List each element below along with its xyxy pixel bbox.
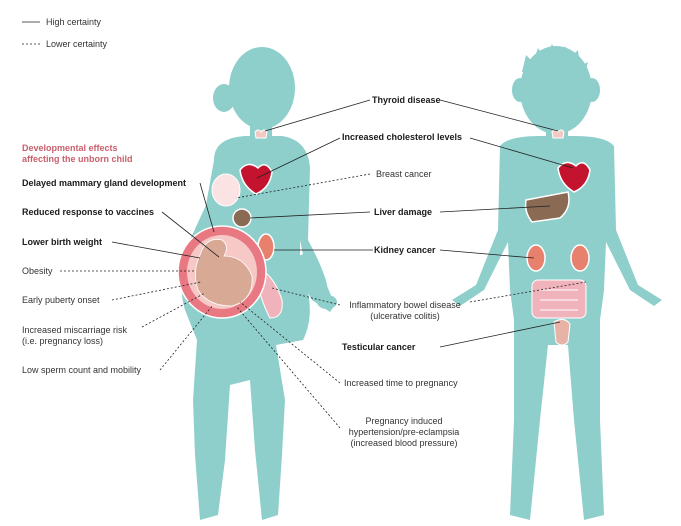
label-ibd-line2: (ulcerative colitis): [370, 311, 440, 321]
label-thyroid: Thyroid disease: [372, 95, 441, 105]
label-preeclampsia-line3: (increased blood pressure): [350, 438, 458, 448]
legend-lines: [22, 21, 40, 45]
label-breast-cancer: Breast cancer: [376, 169, 432, 179]
label-preeclampsia-line2: hypertension/pre-eclampsia: [348, 427, 460, 437]
label-cholesterol: Increased cholesterol levels: [342, 132, 463, 142]
section-title-line2: affecting the unborn child: [22, 154, 133, 164]
label-liver: Liver damage: [374, 207, 433, 217]
label-testicular: Testicular cancer: [342, 342, 416, 352]
label-miscarriage-line1: Increased miscarriage risk: [22, 325, 128, 335]
section-title-line1: Developmental effects: [22, 143, 118, 153]
man-organs: [524, 129, 591, 346]
label-obesity: Obesity: [22, 266, 53, 276]
legend-high-label: High certainty: [46, 17, 102, 27]
label-birth-weight: Lower birth weight: [22, 237, 102, 247]
label-vaccines: Reduced response to vaccines: [22, 207, 155, 217]
label-puberty: Early puberty onset: [22, 295, 100, 305]
label-miscarriage-line2: (i.e. pregnancy loss): [22, 336, 104, 346]
label-mammary: Delayed mammary gland development: [22, 178, 187, 188]
label-kidney: Kidney cancer: [374, 245, 436, 255]
label-sperm: Low sperm count and mobility: [22, 365, 142, 375]
woman-organs: [177, 129, 283, 319]
label-pregnancy-time: Increased time to pregnancy: [344, 378, 458, 388]
label-preeclampsia-line1: Pregnancy induced: [365, 416, 443, 426]
label-ibd-line1: Inflammatory bowel disease: [349, 300, 461, 310]
legend-low-label: Lower certainty: [46, 39, 108, 49]
connector-lines: [60, 99, 587, 429]
